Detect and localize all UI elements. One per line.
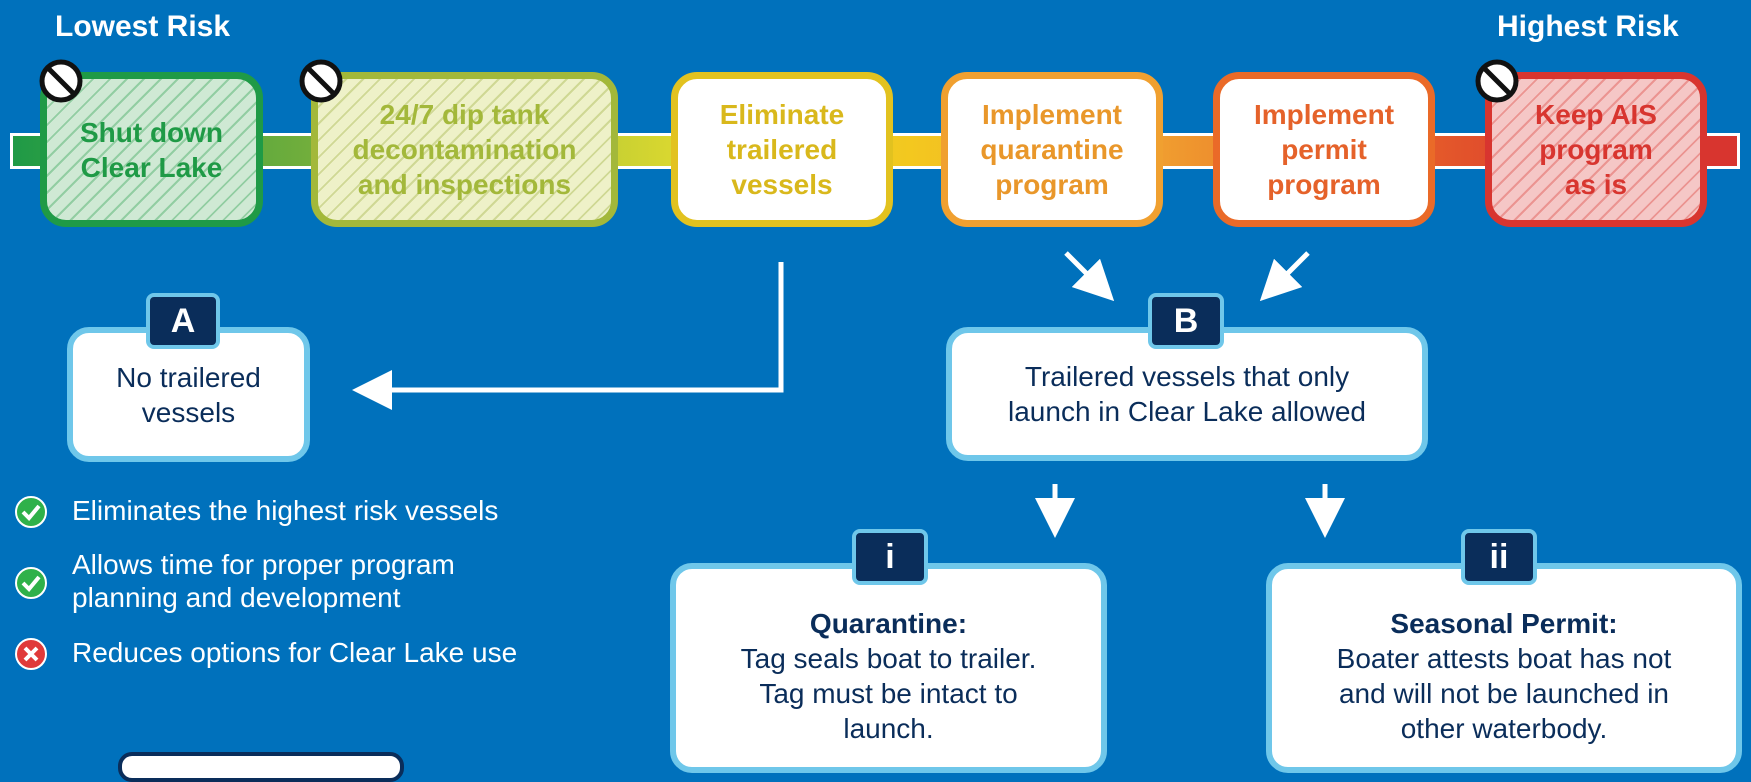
prohibited-icon	[1475, 59, 1519, 103]
option-label: 24/7 dip tank decontamination and inspec…	[352, 99, 577, 200]
box-b-text: Trailered vessels that only launch in Cl…	[1008, 361, 1366, 427]
box-a-text: No trailered vessels	[116, 361, 261, 428]
lowest-risk-label: Lowest Risk	[55, 10, 231, 43]
option-shut-down: Shut down Clear Lake	[40, 72, 263, 227]
flow-arrows	[352, 251, 1345, 538]
check-icon	[15, 496, 47, 528]
box-ii-text: Boater attests boat has not and will not…	[1336, 643, 1672, 744]
con-item: Reduces options for Clear Lake use	[72, 637, 518, 668]
prohibited-icon	[39, 59, 83, 103]
box-i-text: Tag seals boat to trailer. Tag must be i…	[740, 643, 1037, 744]
box-ii-title: Seasonal Permit:	[1390, 608, 1618, 639]
option-quarantine: Implement quarantine program	[941, 72, 1163, 227]
option-permit: Implement permit program	[1213, 72, 1435, 227]
option-label: Implement quarantine program	[980, 99, 1124, 200]
x-icon	[15, 638, 47, 670]
tag-b: B	[1148, 293, 1224, 349]
arrow-permit-to-b	[1259, 251, 1310, 302]
pro-item: Eliminates the highest risk vessels	[72, 495, 499, 526]
tag-ii: ii	[1461, 529, 1537, 585]
box-ii: Seasonal Permit: Boater attests boat has…	[1266, 563, 1742, 773]
prohibited-icon	[299, 59, 343, 103]
highest-risk-label: Highest Risk	[1497, 10, 1679, 43]
option-label: Implement permit program	[1253, 99, 1395, 200]
box-i-title: Quarantine:	[809, 608, 968, 639]
box-a: No trailered vessels	[67, 327, 310, 462]
option-label: Eliminate trailered vessels	[719, 99, 845, 200]
option-keep-as-is: Keep AIS program as is	[1485, 72, 1707, 227]
pro-item: Allows time for proper program planning …	[72, 549, 455, 613]
option-label: Keep AIS program as is	[1535, 99, 1657, 200]
tag-i: i	[852, 529, 928, 585]
box-i: Quarantine: Tag seals boat to trailer. T…	[670, 563, 1107, 773]
tag-a: A	[146, 293, 220, 349]
option-eliminate-trailered: Eliminate trailered vessels	[671, 72, 893, 227]
legend-box	[118, 752, 404, 782]
check-icon	[15, 567, 47, 599]
option-dip-tank: 24/7 dip tank decontamination and inspec…	[311, 72, 618, 227]
arrow-quarantine-to-b	[1064, 251, 1115, 302]
arrow-to-a	[352, 262, 784, 410]
option-label: Shut down Clear Lake	[79, 116, 224, 183]
